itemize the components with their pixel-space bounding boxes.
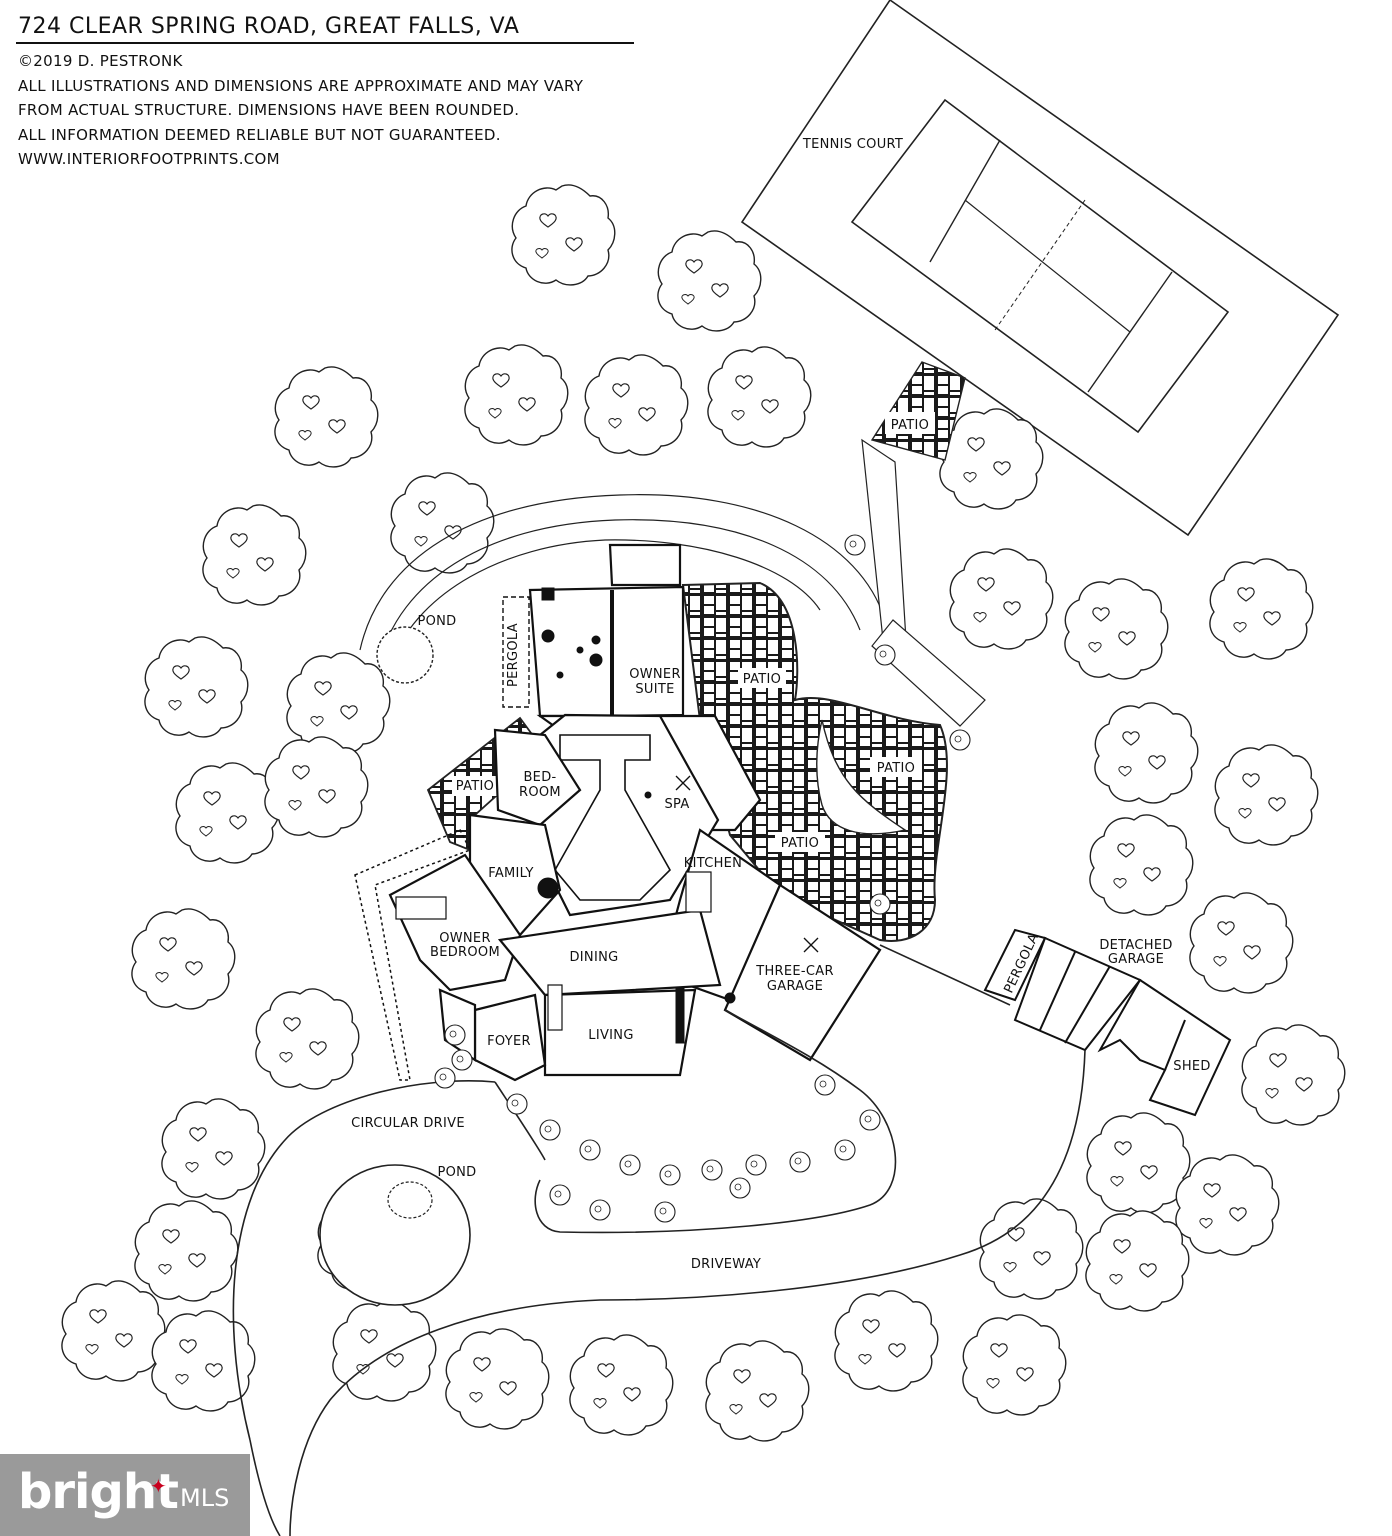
disclaimer-line-1: ALL ILLUSTRATIONS AND DIMENSIONS ARE APP… bbox=[18, 77, 584, 95]
label-detached-line2: GARAGE bbox=[1108, 952, 1164, 967]
label-pond-south: POND bbox=[437, 1165, 476, 1180]
label-family: FAMILY bbox=[488, 866, 534, 881]
disclaimer-line-3: ALL INFORMATION DEEMED RELIABLE BUT NOT … bbox=[18, 126, 501, 144]
fixtures bbox=[395, 587, 819, 1044]
label-owner-suite-line2: SUITE bbox=[635, 682, 674, 697]
label-detached-line1: DETACHED bbox=[1099, 938, 1172, 953]
west-pergola bbox=[502, 596, 530, 708]
copyright-note: ©2019 D. PESTRONK bbox=[18, 52, 183, 70]
house bbox=[354, 543, 882, 1082]
label-owner-bedroom-line1: OWNER bbox=[439, 931, 491, 946]
south-pond bbox=[319, 1164, 471, 1306]
plan-title: 724 CLEAR SPRING ROAD, GREAT FALLS, VA bbox=[18, 14, 520, 39]
tennis-court bbox=[740, 0, 1340, 537]
label-bedroom-line1: BED- bbox=[523, 770, 556, 785]
east-patio bbox=[681, 581, 948, 942]
label-driveway: DRIVEWAY bbox=[691, 1257, 761, 1272]
logo-mls-text: MLS bbox=[180, 1484, 230, 1512]
title-underline bbox=[16, 42, 634, 44]
garden-path bbox=[359, 494, 886, 661]
label-patio-east-1: PATIO bbox=[743, 672, 781, 687]
label-circular-drive: CIRCULAR DRIVE bbox=[351, 1116, 465, 1131]
label-bedroom-line2: ROOM bbox=[519, 785, 561, 800]
label-owner-suite-line1: OWNER bbox=[629, 667, 681, 682]
bright-mls-logo: bright ✦ MLS bbox=[0, 1454, 250, 1536]
label-tennis-court: TENNIS COURT bbox=[802, 137, 903, 152]
north-pond bbox=[376, 626, 434, 684]
tennis-walkway bbox=[861, 361, 986, 727]
label-three-car-line2: GARAGE bbox=[767, 979, 823, 994]
label-three-car-line1: THREE-CAR bbox=[755, 964, 834, 979]
label-spa: SPA bbox=[664, 797, 689, 812]
driveways bbox=[232, 944, 1086, 1536]
label-kitchen: KITCHEN bbox=[684, 856, 742, 871]
label-dining: DINING bbox=[569, 950, 618, 965]
logo-wordmark: bright bbox=[18, 1464, 179, 1520]
label-owner-bedroom-line2: BEDROOM bbox=[430, 945, 500, 960]
website-note: WWW.INTERIORFOOTPRINTS.COM bbox=[18, 150, 280, 168]
label-patio-east-3: PATIO bbox=[781, 836, 819, 851]
logo-star-icon: ✦ bbox=[150, 1474, 167, 1498]
detached-garage bbox=[983, 928, 1232, 1117]
disclaimer-line-2: FROM ACTUAL STRUCTURE. DIMENSIONS HAVE B… bbox=[18, 101, 520, 119]
label-patio-court: PATIO bbox=[891, 418, 929, 433]
label-pergola-west: PERGOLA bbox=[506, 623, 521, 687]
label-living: LIVING bbox=[588, 1028, 633, 1043]
label-shed: SHED bbox=[1173, 1059, 1210, 1074]
label-pond-north: POND bbox=[417, 614, 456, 629]
label-patio-east-2: PATIO bbox=[877, 761, 915, 776]
label-patio-west: PATIO bbox=[456, 779, 494, 794]
label-foyer: FOYER bbox=[487, 1034, 531, 1049]
